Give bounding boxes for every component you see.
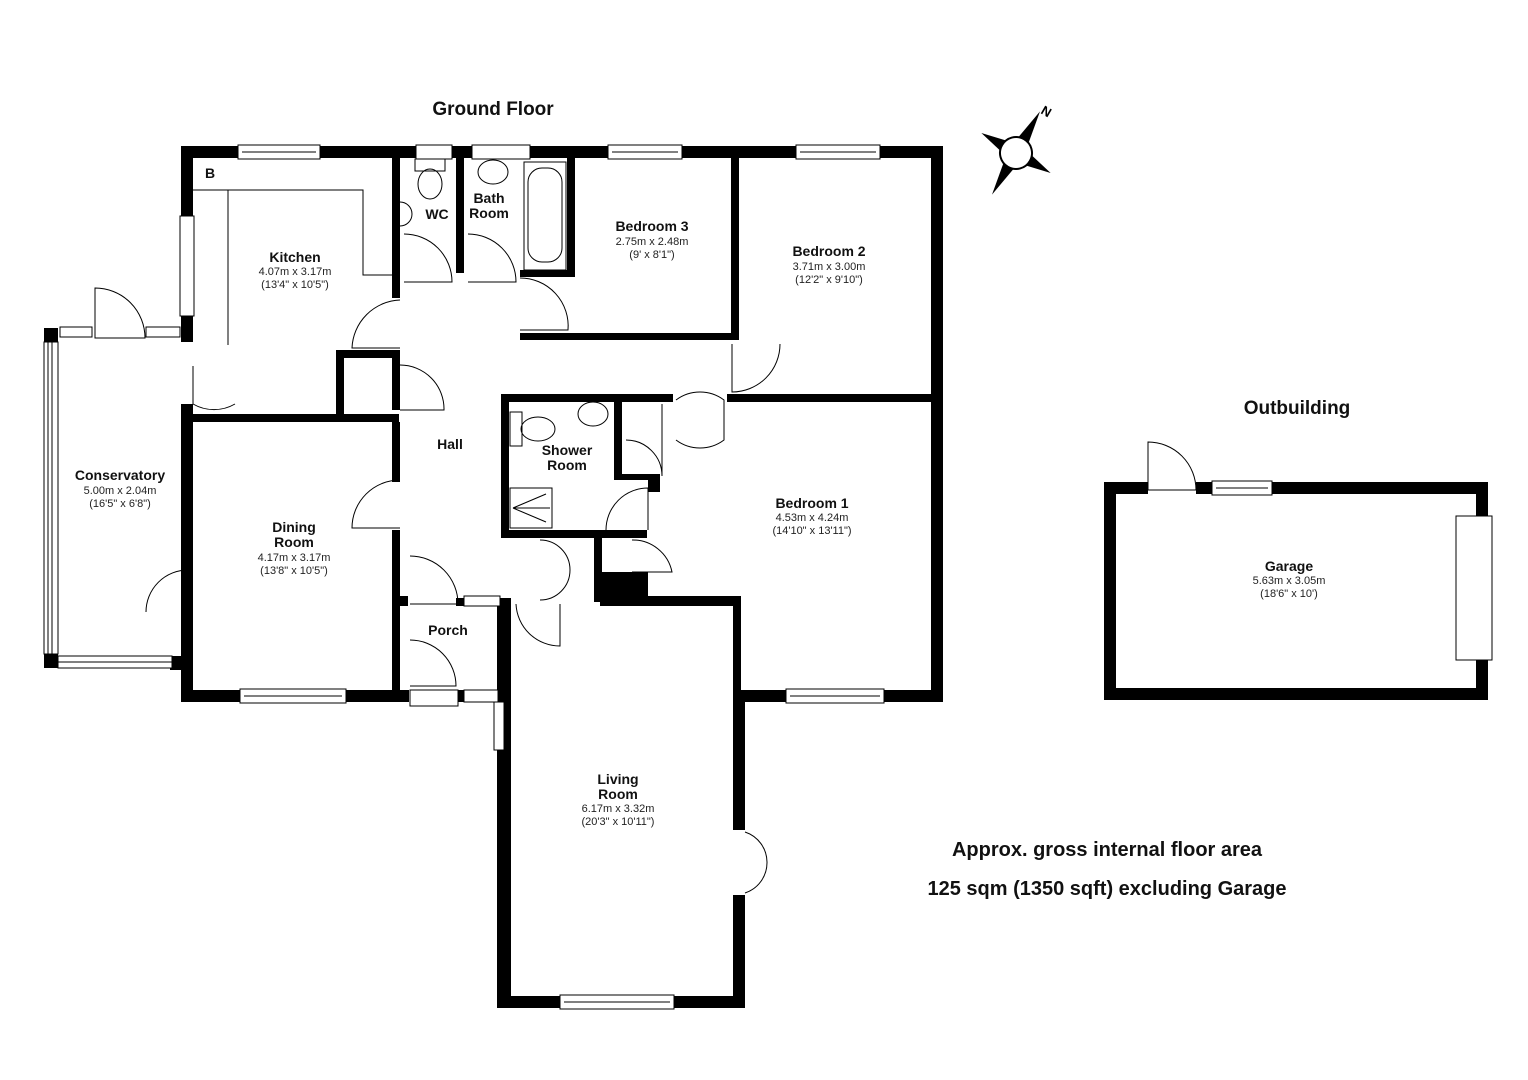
- room-bedroom2: Bedroom 2 3.71m x 3.00m (12'2" x 9'10"): [792, 243, 865, 286]
- room-name: Kitchen: [269, 249, 320, 265]
- room-name-line1: Bath: [473, 190, 504, 206]
- room-dim-metric: 4.07m x 3.17m: [259, 266, 332, 278]
- room-bedroom1: Bedroom 1 4.53m x 4.24m (14'10" x 13'11"…: [772, 495, 851, 537]
- boiler-marker: B: [205, 165, 215, 181]
- room-name: Garage: [1265, 558, 1313, 574]
- room-dim-imperial: (18'6" x 10'): [1260, 588, 1318, 600]
- room-dim-metric: 5.00m x 2.04m: [84, 485, 157, 497]
- room-dim-imperial: (14'10" x 13'11"): [772, 525, 851, 537]
- room-dim-metric: 3.71m x 3.00m: [793, 261, 866, 273]
- room-conservatory: Conservatory 5.00m x 2.04m (16'5" x 6'8"…: [75, 467, 165, 510]
- room-dim-imperial: (20'3" x 10'11"): [582, 816, 655, 828]
- room-dim-imperial: (9' x 8'1"): [629, 249, 674, 261]
- room-dim-metric: 2.75m x 2.48m: [616, 236, 689, 248]
- door-swings: [94, 233, 781, 894]
- room-dining-room: Dining Room 4.17m x 3.17m (13'8" x 10'5"…: [258, 519, 331, 577]
- compass-north-label: N: [1039, 103, 1055, 121]
- garage-walls: [1104, 441, 1493, 700]
- room-garage: Garage 5.63m x 3.05m (18'6" x 10'): [1253, 558, 1326, 600]
- floor-area-line2: 125 sqm (1350 sqft) excluding Garage: [927, 878, 1286, 900]
- room-living-room: Living Room 6.17m x 3.32m (20'3" x 10'11…: [582, 771, 655, 828]
- room-dim-imperial: (16'5" x 6'8"): [89, 498, 151, 510]
- windows: [43, 144, 885, 1010]
- room-bedroom3: Bedroom 3 2.75m x 2.48m (9' x 8'1"): [615, 218, 688, 261]
- ground-floor-title: Ground Floor: [432, 99, 554, 120]
- fixtures: [193, 158, 609, 529]
- room-dim-imperial: (12'2" x 9'10"): [795, 274, 863, 286]
- room-dim-metric: 4.53m x 4.24m: [776, 512, 849, 524]
- room-name-line2: Room: [598, 786, 638, 802]
- room-name: Bedroom 1: [775, 495, 848, 511]
- room-name-line2: Room: [274, 534, 314, 550]
- room-shower-room: Shower Room: [542, 442, 593, 473]
- room-kitchen: Kitchen 4.07m x 3.17m (13'4" x 10'5"): [259, 249, 332, 291]
- room-dim-metric: 6.17m x 3.32m: [582, 803, 655, 815]
- room-dim-metric: 5.63m x 3.05m: [1253, 575, 1326, 587]
- room-name: Bedroom 3: [615, 218, 688, 234]
- room-hall: Hall: [437, 436, 463, 452]
- room-wc: WC: [425, 206, 448, 222]
- floor-area-line1: Approx. gross internal floor area: [952, 839, 1263, 861]
- compass-icon: [981, 111, 1051, 195]
- room-bathroom: Bath Room: [469, 190, 509, 221]
- room-name-line1: Dining: [272, 519, 316, 535]
- room-dim-imperial: (13'4" x 10'5"): [261, 279, 329, 291]
- room-name: Bedroom 2: [792, 243, 865, 259]
- outbuilding-title: Outbuilding: [1244, 398, 1351, 419]
- room-name: Conservatory: [75, 467, 165, 483]
- room-porch: Porch: [428, 622, 468, 638]
- room-name-line1: Shower: [542, 442, 593, 458]
- room-name-line1: Living: [597, 771, 638, 787]
- room-name-line2: Room: [469, 205, 509, 221]
- room-dim-metric: 4.17m x 3.17m: [258, 552, 331, 564]
- room-name-line2: Room: [547, 457, 587, 473]
- room-dim-imperial: (13'8" x 10'5"): [260, 565, 328, 577]
